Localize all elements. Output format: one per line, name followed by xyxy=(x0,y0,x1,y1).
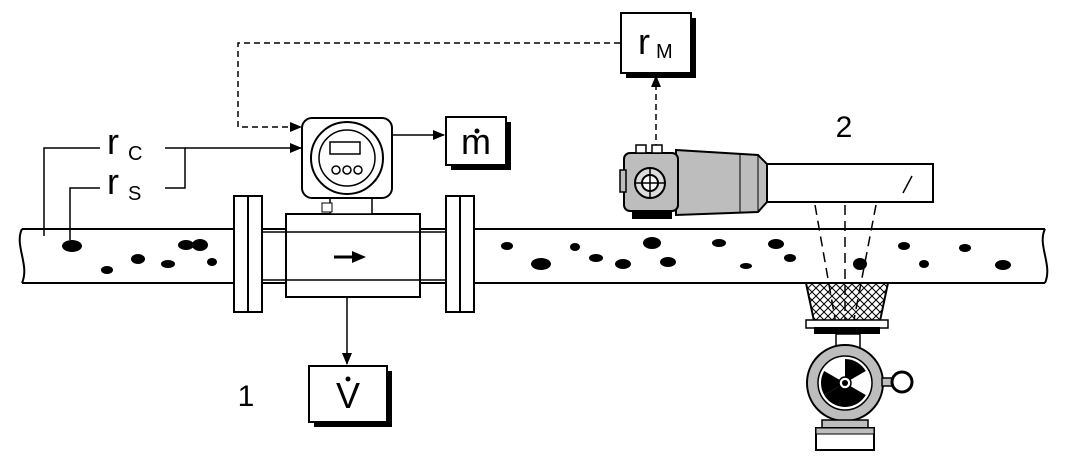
particle xyxy=(712,239,726,247)
r-m-subscript: M xyxy=(656,41,673,63)
measured-density-box: r M xyxy=(620,12,696,78)
volume-flow-output-box: V xyxy=(308,365,392,427)
particle xyxy=(740,263,752,269)
particle xyxy=(660,257,676,267)
flange-left-outer xyxy=(233,195,249,313)
right-arrow-icon xyxy=(334,251,366,263)
dot-accent-icon xyxy=(474,128,480,134)
detector-tube xyxy=(766,163,934,203)
pipe-break-left xyxy=(18,228,26,284)
particle xyxy=(531,258,551,270)
r-s-symbol: r xyxy=(107,161,119,202)
connector-lines xyxy=(43,42,661,365)
meter-2-label: 2 xyxy=(836,111,853,144)
volume-flow-symbol: V xyxy=(336,375,360,416)
transmitter-key-icon xyxy=(331,165,341,175)
flowmeter-1 xyxy=(233,117,475,313)
particle xyxy=(995,260,1011,270)
r-m-symbol: r xyxy=(638,21,650,62)
mass-flow-output-box: m xyxy=(445,116,511,170)
transmitter-key-icon xyxy=(342,165,352,175)
r-c-symbol: r xyxy=(107,121,119,162)
meter-1-label: 1 xyxy=(238,380,255,413)
particle xyxy=(101,266,113,274)
particles xyxy=(62,237,1011,274)
particle xyxy=(768,239,784,249)
pipe xyxy=(18,228,1049,284)
r-m-feedback-dashed xyxy=(237,42,620,132)
source-collimator xyxy=(804,282,890,322)
particle xyxy=(898,242,910,250)
particle xyxy=(853,258,867,270)
flange-right-inner xyxy=(445,195,461,313)
detector-taper xyxy=(675,148,768,217)
particle xyxy=(643,237,661,249)
source-handle-ring xyxy=(890,370,914,394)
particle xyxy=(62,240,82,252)
particle xyxy=(178,240,194,250)
particle xyxy=(570,243,580,251)
mass-flow-symbol: m xyxy=(461,121,491,162)
r-s-subscript: S xyxy=(128,183,141,205)
radiometric-detector-2 xyxy=(619,144,934,219)
dot-accent-icon xyxy=(345,376,351,382)
flange-left-inner xyxy=(247,195,263,313)
particle xyxy=(784,254,796,262)
particle xyxy=(615,259,631,269)
r-c-subscript: C xyxy=(128,143,142,165)
radiation-source xyxy=(804,282,914,451)
particle xyxy=(207,258,217,266)
r-combine-bracket xyxy=(165,147,186,189)
transmitter-key-icon xyxy=(353,165,363,175)
radiation-trefoil-icon xyxy=(821,359,866,408)
particle xyxy=(589,254,603,262)
particle xyxy=(959,244,971,252)
flange-right-outer xyxy=(459,195,475,313)
particle xyxy=(131,254,145,264)
r-c-leader xyxy=(43,147,100,236)
particle xyxy=(161,260,175,268)
transmitter-display xyxy=(329,141,361,155)
particle xyxy=(919,260,929,268)
particle xyxy=(501,242,513,250)
pipe-break-right xyxy=(1041,228,1049,284)
r-s-leader xyxy=(69,187,100,240)
particle xyxy=(192,239,208,251)
